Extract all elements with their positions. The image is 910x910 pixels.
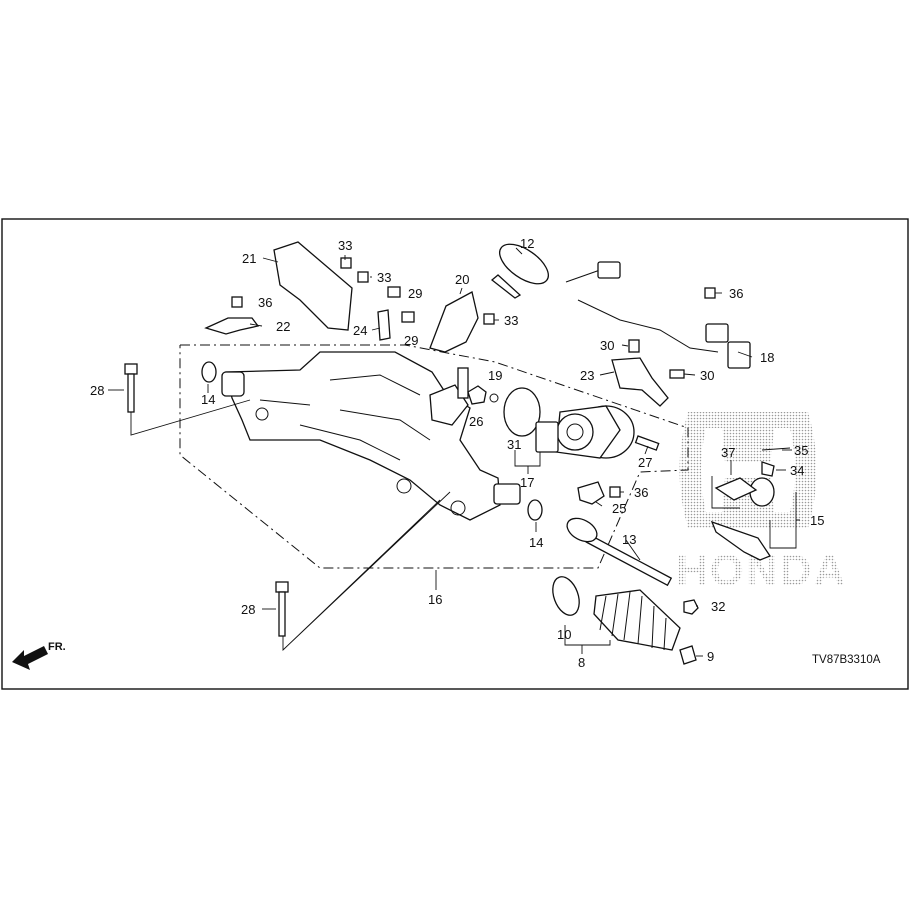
callout-36-top-right: 36	[729, 286, 743, 301]
cover-20	[429, 291, 479, 353]
honda-logo-watermark: HONDA	[676, 412, 845, 595]
callout-12: 12	[520, 236, 534, 251]
bracket-25	[577, 481, 605, 505]
ring-19	[489, 393, 499, 403]
callout-35: 35	[794, 443, 808, 458]
assembly-outline	[179, 344, 689, 569]
steering-gear-housing	[221, 351, 521, 521]
callout-8: 8	[578, 655, 585, 670]
fastener-33-right	[483, 313, 495, 325]
direction-label: FR.	[48, 641, 66, 653]
wiring-harness-18	[565, 261, 751, 369]
bolt-27	[634, 435, 660, 451]
o-ring-14-right	[527, 499, 543, 521]
tie-rod-13	[566, 517, 673, 587]
callout-29-upper: 29	[408, 286, 422, 301]
bracket-23	[611, 357, 669, 407]
front-direction-arrow: FR.	[12, 641, 66, 670]
callout-14-right: 14	[529, 535, 543, 550]
callout-19: 19	[488, 368, 502, 383]
fastener-36-mid-right	[609, 486, 621, 498]
motor-17	[535, 405, 635, 459]
callout-34: 34	[790, 463, 804, 478]
callouts: 8 9 10 12 13 14 14 15 16 17 18 19 20 21 …	[90, 236, 824, 670]
callout-16: 16	[428, 592, 442, 607]
drawing-code: TV87B3310A	[812, 654, 881, 666]
fastener-33-mid	[357, 271, 369, 283]
nut-32	[683, 599, 699, 615]
fastener-33-top	[340, 257, 352, 269]
nut-26	[467, 385, 487, 405]
bolt-28-lower	[275, 581, 289, 637]
gasket-31	[503, 387, 541, 437]
fastener-36-top-right	[704, 287, 716, 299]
leader-lines	[108, 247, 800, 657]
callout-17: 17	[520, 475, 534, 490]
callout-36-left: 36	[258, 295, 272, 310]
callout-31: 31	[507, 437, 521, 452]
callout-33-mid: 33	[377, 270, 391, 285]
callout-29-lower: 29	[404, 333, 418, 348]
callout-10: 10	[557, 627, 571, 642]
clip-9	[679, 645, 697, 665]
callout-22: 22	[276, 319, 290, 334]
bolt-29-upper	[387, 286, 401, 298]
callout-24: 24	[353, 323, 367, 338]
callout-21: 21	[242, 251, 256, 266]
callout-27: 27	[638, 455, 652, 470]
bracket-22	[204, 317, 260, 335]
callout-14-left: 14	[201, 392, 215, 407]
callout-18: 18	[760, 350, 774, 365]
callout-30-upper: 30	[600, 338, 614, 353]
callout-9: 9	[707, 649, 714, 664]
callout-28-lower: 28	[241, 602, 255, 617]
callout-15: 15	[810, 513, 824, 528]
callout-36-mid-right: 36	[634, 485, 648, 500]
callout-33-right: 33	[504, 313, 518, 328]
boot-12	[490, 243, 549, 299]
clamp-10	[552, 576, 580, 616]
callout-37: 37	[721, 445, 735, 460]
fastener-36-left	[231, 296, 243, 308]
o-ring-14-left	[201, 361, 217, 383]
bracket-24	[377, 309, 391, 341]
callout-30-lower: 30	[700, 368, 714, 383]
heat-shield-21	[273, 241, 353, 331]
callout-33-top: 33	[338, 238, 352, 253]
callout-20: 20	[455, 272, 469, 287]
tie-rod-end-15	[710, 447, 791, 561]
callout-25: 25	[612, 501, 626, 516]
boot-8	[593, 589, 681, 651]
callout-13: 13	[622, 532, 636, 547]
callout-23: 23	[580, 368, 594, 383]
bolt-30-upper	[628, 339, 640, 353]
callout-26: 26	[469, 414, 483, 429]
callout-32: 32	[711, 599, 725, 614]
bolt-29-lower	[401, 311, 415, 323]
callout-28-upper: 28	[90, 383, 104, 398]
bolt-30-lower	[669, 369, 685, 379]
